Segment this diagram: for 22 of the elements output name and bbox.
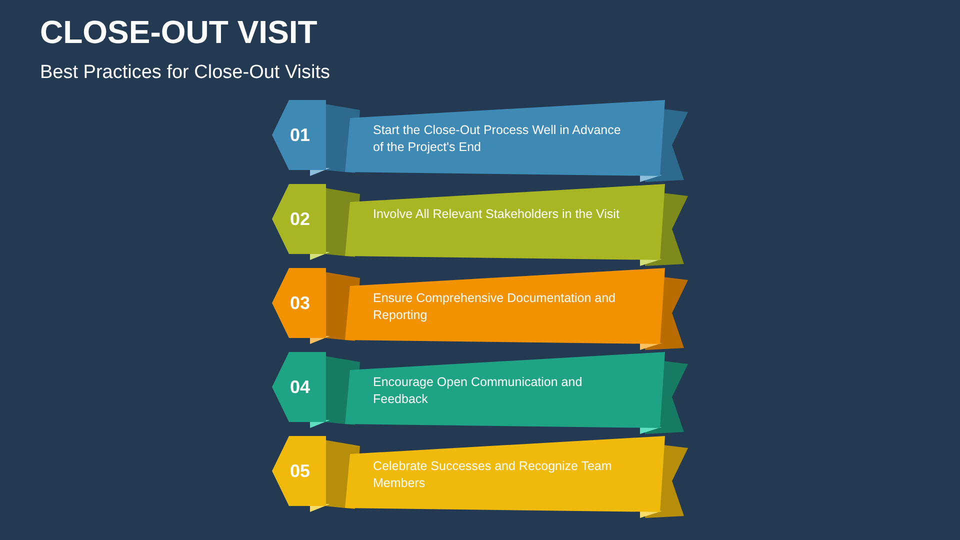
number-tag: [272, 184, 326, 254]
step-text: Ensure Comprehensive Documentation and Reporting: [373, 290, 616, 324]
step-number: 05: [290, 460, 310, 482]
number-tag: [272, 100, 326, 170]
title: CLOSE-OUT VISIT: [40, 14, 318, 51]
ribbon-banner: [345, 268, 665, 346]
step-number: 04: [290, 376, 310, 398]
step-number: 02: [290, 208, 310, 230]
number-tag: [272, 352, 326, 422]
step-text: Encourage Open Communication and Feedback: [373, 374, 584, 408]
ribbon-banner: [345, 352, 665, 430]
number-tag: [272, 436, 326, 506]
step-text: Involve All Relevant Stakeholders in the Visit: [373, 206, 620, 223]
subtitle: Best Practices for Close-Out Visits: [40, 62, 330, 84]
step-number: 01: [290, 124, 310, 146]
ribbon-banner: [345, 184, 665, 262]
number-tag: [272, 268, 326, 338]
step-number: 03: [290, 292, 310, 314]
step-text: Celebrate Successes and Recognize Team Members: [373, 458, 613, 492]
ribbon-banner: [345, 100, 665, 178]
ribbon-banner: [345, 436, 665, 514]
step-text: Start the Close-Out Process Well in Advance of the Project's End: [373, 122, 622, 156]
